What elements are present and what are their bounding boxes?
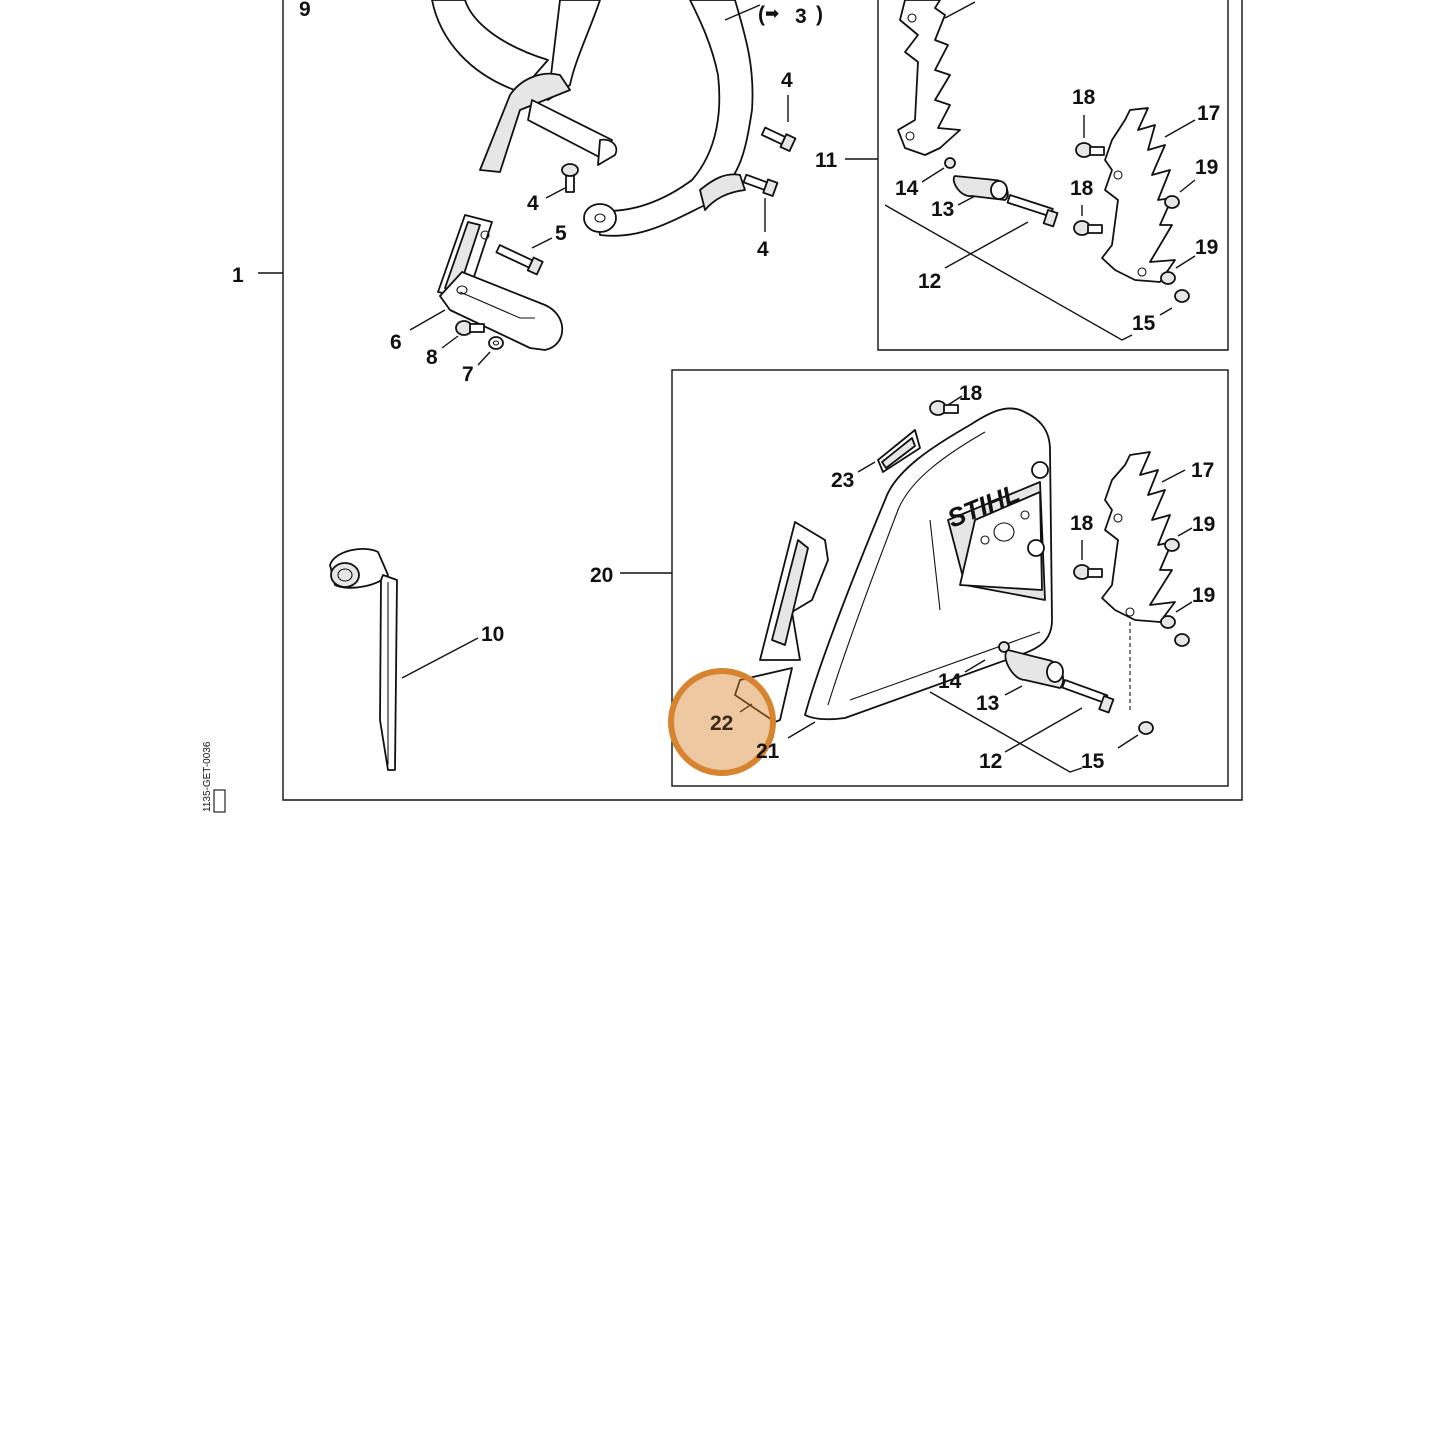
label-14-bottom: 14 xyxy=(938,670,962,693)
label-17-top: 17 xyxy=(1197,102,1220,125)
screw-18-cover[interactable] xyxy=(929,395,963,416)
label-15-bottom: 15 xyxy=(1081,750,1105,773)
drawing-code: 1135-GET-0036 xyxy=(202,741,226,813)
bolt-12-bottom[interactable] xyxy=(1004,679,1115,753)
part-23[interactable] xyxy=(857,429,921,473)
label-19-top-b: 19 xyxy=(1195,236,1218,259)
chain-catcher-22[interactable] xyxy=(734,521,829,723)
assembly-frame xyxy=(258,0,1243,801)
spacer-13-bottom[interactable] xyxy=(964,641,1065,696)
bumper-spike-upper-left[interactable] xyxy=(897,0,976,156)
label-4-left: 4 xyxy=(527,192,539,215)
position-labels: 9 ( ➡ 3 ) 4 4 4 5 1 6 8 7 11 18 17 19 14… xyxy=(232,0,1220,773)
label-13-bottom: 13 xyxy=(976,692,999,715)
label-3-bracket-close: ) xyxy=(816,3,823,26)
label-19-bottom-a: 19 xyxy=(1192,513,1215,536)
label-7: 7 xyxy=(462,363,474,386)
label-14-top: 14 xyxy=(895,177,919,200)
label-1: 1 xyxy=(232,264,244,287)
bracket-6[interactable] xyxy=(409,214,563,351)
label-22: 22 xyxy=(710,712,733,735)
label-19-top-a: 19 xyxy=(1195,156,1218,179)
label-11: 11 xyxy=(815,149,838,172)
label-21: 21 xyxy=(756,740,780,763)
label-12-top: 12 xyxy=(918,270,941,293)
screw-5[interactable] xyxy=(495,237,553,276)
label-5: 5 xyxy=(555,222,567,245)
screw-18-top-b[interactable] xyxy=(1073,205,1103,236)
nut-15-bottom[interactable] xyxy=(929,622,1154,773)
label-9: 9 xyxy=(299,0,311,21)
leader-15-top xyxy=(884,204,1173,341)
nuts-19-bottom[interactable] xyxy=(1160,527,1193,647)
sprocket-cover-kit-20-box xyxy=(620,369,1229,787)
combination-wrench-10[interactable] xyxy=(329,548,479,771)
label-18-top-a: 18 xyxy=(1072,86,1096,109)
reference-arrow-icon: ➡ xyxy=(765,4,779,24)
label-18-cover: 18 xyxy=(959,382,983,405)
label-20: 20 xyxy=(590,564,613,587)
label-4-right-bottom: 4 xyxy=(757,238,769,261)
screw-18-top-a[interactable] xyxy=(1075,115,1105,158)
screw-8[interactable] xyxy=(441,320,485,349)
screws-4[interactable] xyxy=(545,95,797,232)
label-12-bottom: 12 xyxy=(979,750,1002,773)
drawing-code-text: 1135-GET-0036 xyxy=(202,741,213,812)
bolt-12-top[interactable] xyxy=(944,194,1059,269)
screw-18-bottom[interactable] xyxy=(1073,540,1103,580)
label-6: 6 xyxy=(390,331,402,354)
label-10: 10 xyxy=(481,623,504,646)
handlebar[interactable] xyxy=(431,0,761,237)
label-15-top: 15 xyxy=(1132,312,1156,335)
label-4-right-top: 4 xyxy=(781,69,793,92)
label-8: 8 xyxy=(426,346,438,369)
label-13-top: 13 xyxy=(931,198,954,221)
bumper-spike-17-bottom[interactable] xyxy=(1101,451,1186,623)
nuts-19-top[interactable] xyxy=(1160,179,1196,303)
highlight-marker-22[interactable] xyxy=(668,668,776,776)
label-18-top-b: 18 xyxy=(1070,177,1094,200)
spacer-13-top[interactable] xyxy=(921,157,1009,206)
label-18-bottom: 18 xyxy=(1070,512,1094,535)
washer-7[interactable] xyxy=(477,336,504,366)
bumper-spike-17-top[interactable] xyxy=(1101,107,1196,283)
label-23: 23 xyxy=(831,469,854,492)
label-17-bottom: 17 xyxy=(1191,459,1214,482)
label-3: 3 xyxy=(795,5,807,28)
label-3-bracket-open: ( xyxy=(758,3,765,26)
label-19-bottom-b: 19 xyxy=(1192,584,1215,607)
bumper-kit-11-box xyxy=(845,0,1229,351)
sprocket-cover-21[interactable]: STIHL xyxy=(787,407,1053,739)
